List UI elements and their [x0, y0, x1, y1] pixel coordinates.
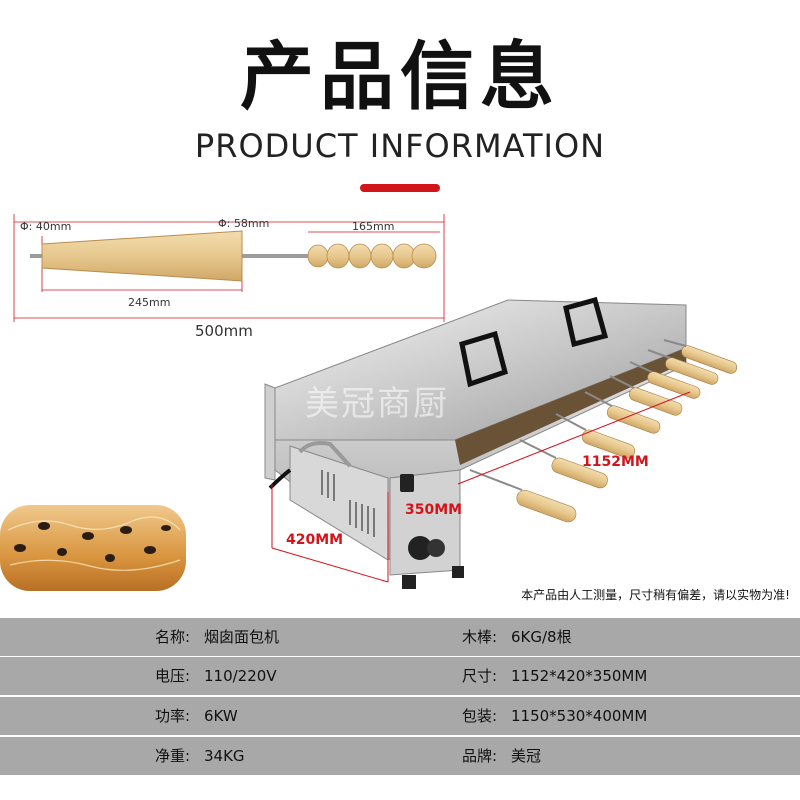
spec-value: 美冠: [511, 747, 542, 765]
machine-length-label: 1152MM: [582, 454, 649, 470]
spec-row: 电压: 110/220V 尺寸: 1152*420*350MM: [0, 657, 800, 695]
spec-label: 电压:: [155, 667, 191, 685]
spec-label: 木棒:: [462, 628, 498, 646]
spec-value: 110/220V: [204, 667, 277, 685]
spec-label: 净重:: [155, 747, 191, 765]
title-divider: [360, 184, 440, 192]
spec-value: 1150*530*400MM: [511, 707, 648, 725]
cone-length-label: 245mm: [128, 296, 171, 309]
spec-label: 名称:: [155, 628, 191, 646]
measurement-disclaimer: 本产品由人工测量，尺寸稍有偏差，请以实物为准!: [521, 588, 790, 602]
wooden-stick-diagram: [13, 214, 445, 322]
brand-watermark: 美冠商厨: [305, 384, 449, 424]
spec-label: 尺寸:: [462, 667, 498, 685]
spec-value: 1152*420*350MM: [511, 667, 648, 685]
spec-label: 包装:: [462, 707, 498, 725]
spec-label: 品牌:: [462, 747, 498, 765]
stick-diameter-small-label: Φ: 40mm: [20, 220, 72, 233]
stick-diameter-large-label: Φ: 58mm: [218, 217, 270, 230]
machine-depth-label: 420MM: [286, 532, 344, 548]
spec-row: 净重: 34KG 品牌: 美冠: [0, 737, 800, 775]
page-title: 产品信息: [240, 34, 560, 120]
spec-row: 名称: 烟囱面包机 木棒: 6KG/8根: [0, 618, 800, 656]
product-illustration: [0, 214, 738, 591]
spec-label: 功率:: [155, 707, 191, 725]
chimney-cake-machine: [264, 296, 738, 589]
spec-value: 6KW: [204, 707, 238, 725]
spec-row: 功率: 6KW 包装: 1150*530*400MM: [0, 697, 800, 735]
spec-value: 烟囱面包机: [204, 628, 280, 646]
handle-length-label: 165mm: [352, 220, 395, 233]
machine-height-label: 350MM: [405, 502, 463, 518]
spec-value: 6KG/8根: [511, 628, 572, 646]
chimney-bread-image: [0, 505, 186, 591]
spec-value: 34KG: [204, 747, 245, 765]
page-subtitle: PRODUCT INFORMATION: [194, 127, 606, 165]
total-length-label: 500mm: [195, 322, 253, 340]
